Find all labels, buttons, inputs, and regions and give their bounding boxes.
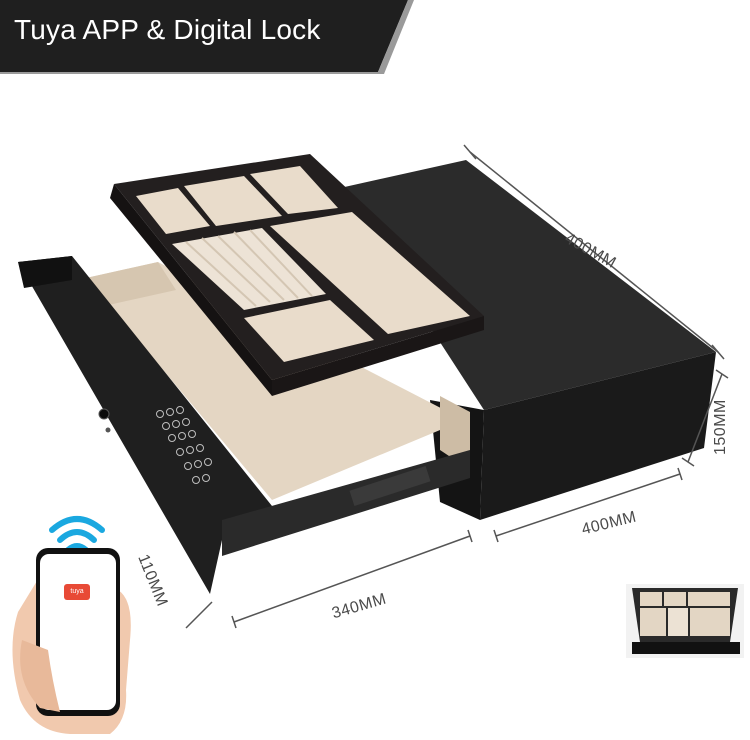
- tray-compartment-3: [250, 166, 338, 214]
- drawer-slide: [349, 466, 431, 506]
- inset-compartment-6: [690, 608, 730, 636]
- safe-right-side: [480, 352, 716, 520]
- inset-compartment-5: [668, 608, 688, 636]
- tray-compartment-1: [136, 188, 210, 234]
- tray-ring-rolls: [172, 228, 326, 310]
- inset-compartment-2: [664, 592, 686, 606]
- tray-compartment-2: [184, 176, 282, 226]
- inset-compartment-4: [640, 608, 666, 636]
- drawer-right-wall: [440, 396, 470, 470]
- drawer-front-panel: [18, 256, 272, 594]
- inset-compartment-1: [640, 592, 662, 606]
- banner-background: [0, 0, 408, 72]
- button-dot: [105, 427, 111, 433]
- tray-compartment-bottom: [244, 300, 374, 362]
- thumb: [20, 640, 61, 712]
- phone-screen: [40, 554, 116, 710]
- tray-right-edge: [272, 316, 484, 396]
- banner: Tuya APP & Digital Lock: [0, 0, 410, 76]
- tray-front-edge: [110, 184, 272, 396]
- safe-top: [340, 160, 716, 410]
- tray-compartment-large: [270, 212, 470, 334]
- wifi-icon: [49, 516, 105, 553]
- inset-compartment-3: [688, 592, 730, 606]
- ring-roll-lines: [185, 229, 313, 307]
- tuya-logo: tuya: [64, 584, 90, 600]
- dimension-lines: [185, 144, 729, 629]
- inset-front: [632, 642, 740, 654]
- banner-title: Tuya APP & Digital Lock: [14, 14, 321, 45]
- drawer-front-face: [18, 256, 72, 288]
- dimension-height: 150MM: [712, 399, 729, 455]
- keyhole-icon: [98, 408, 110, 420]
- keypad: [156, 406, 212, 484]
- drawer-back-wall: [86, 262, 176, 306]
